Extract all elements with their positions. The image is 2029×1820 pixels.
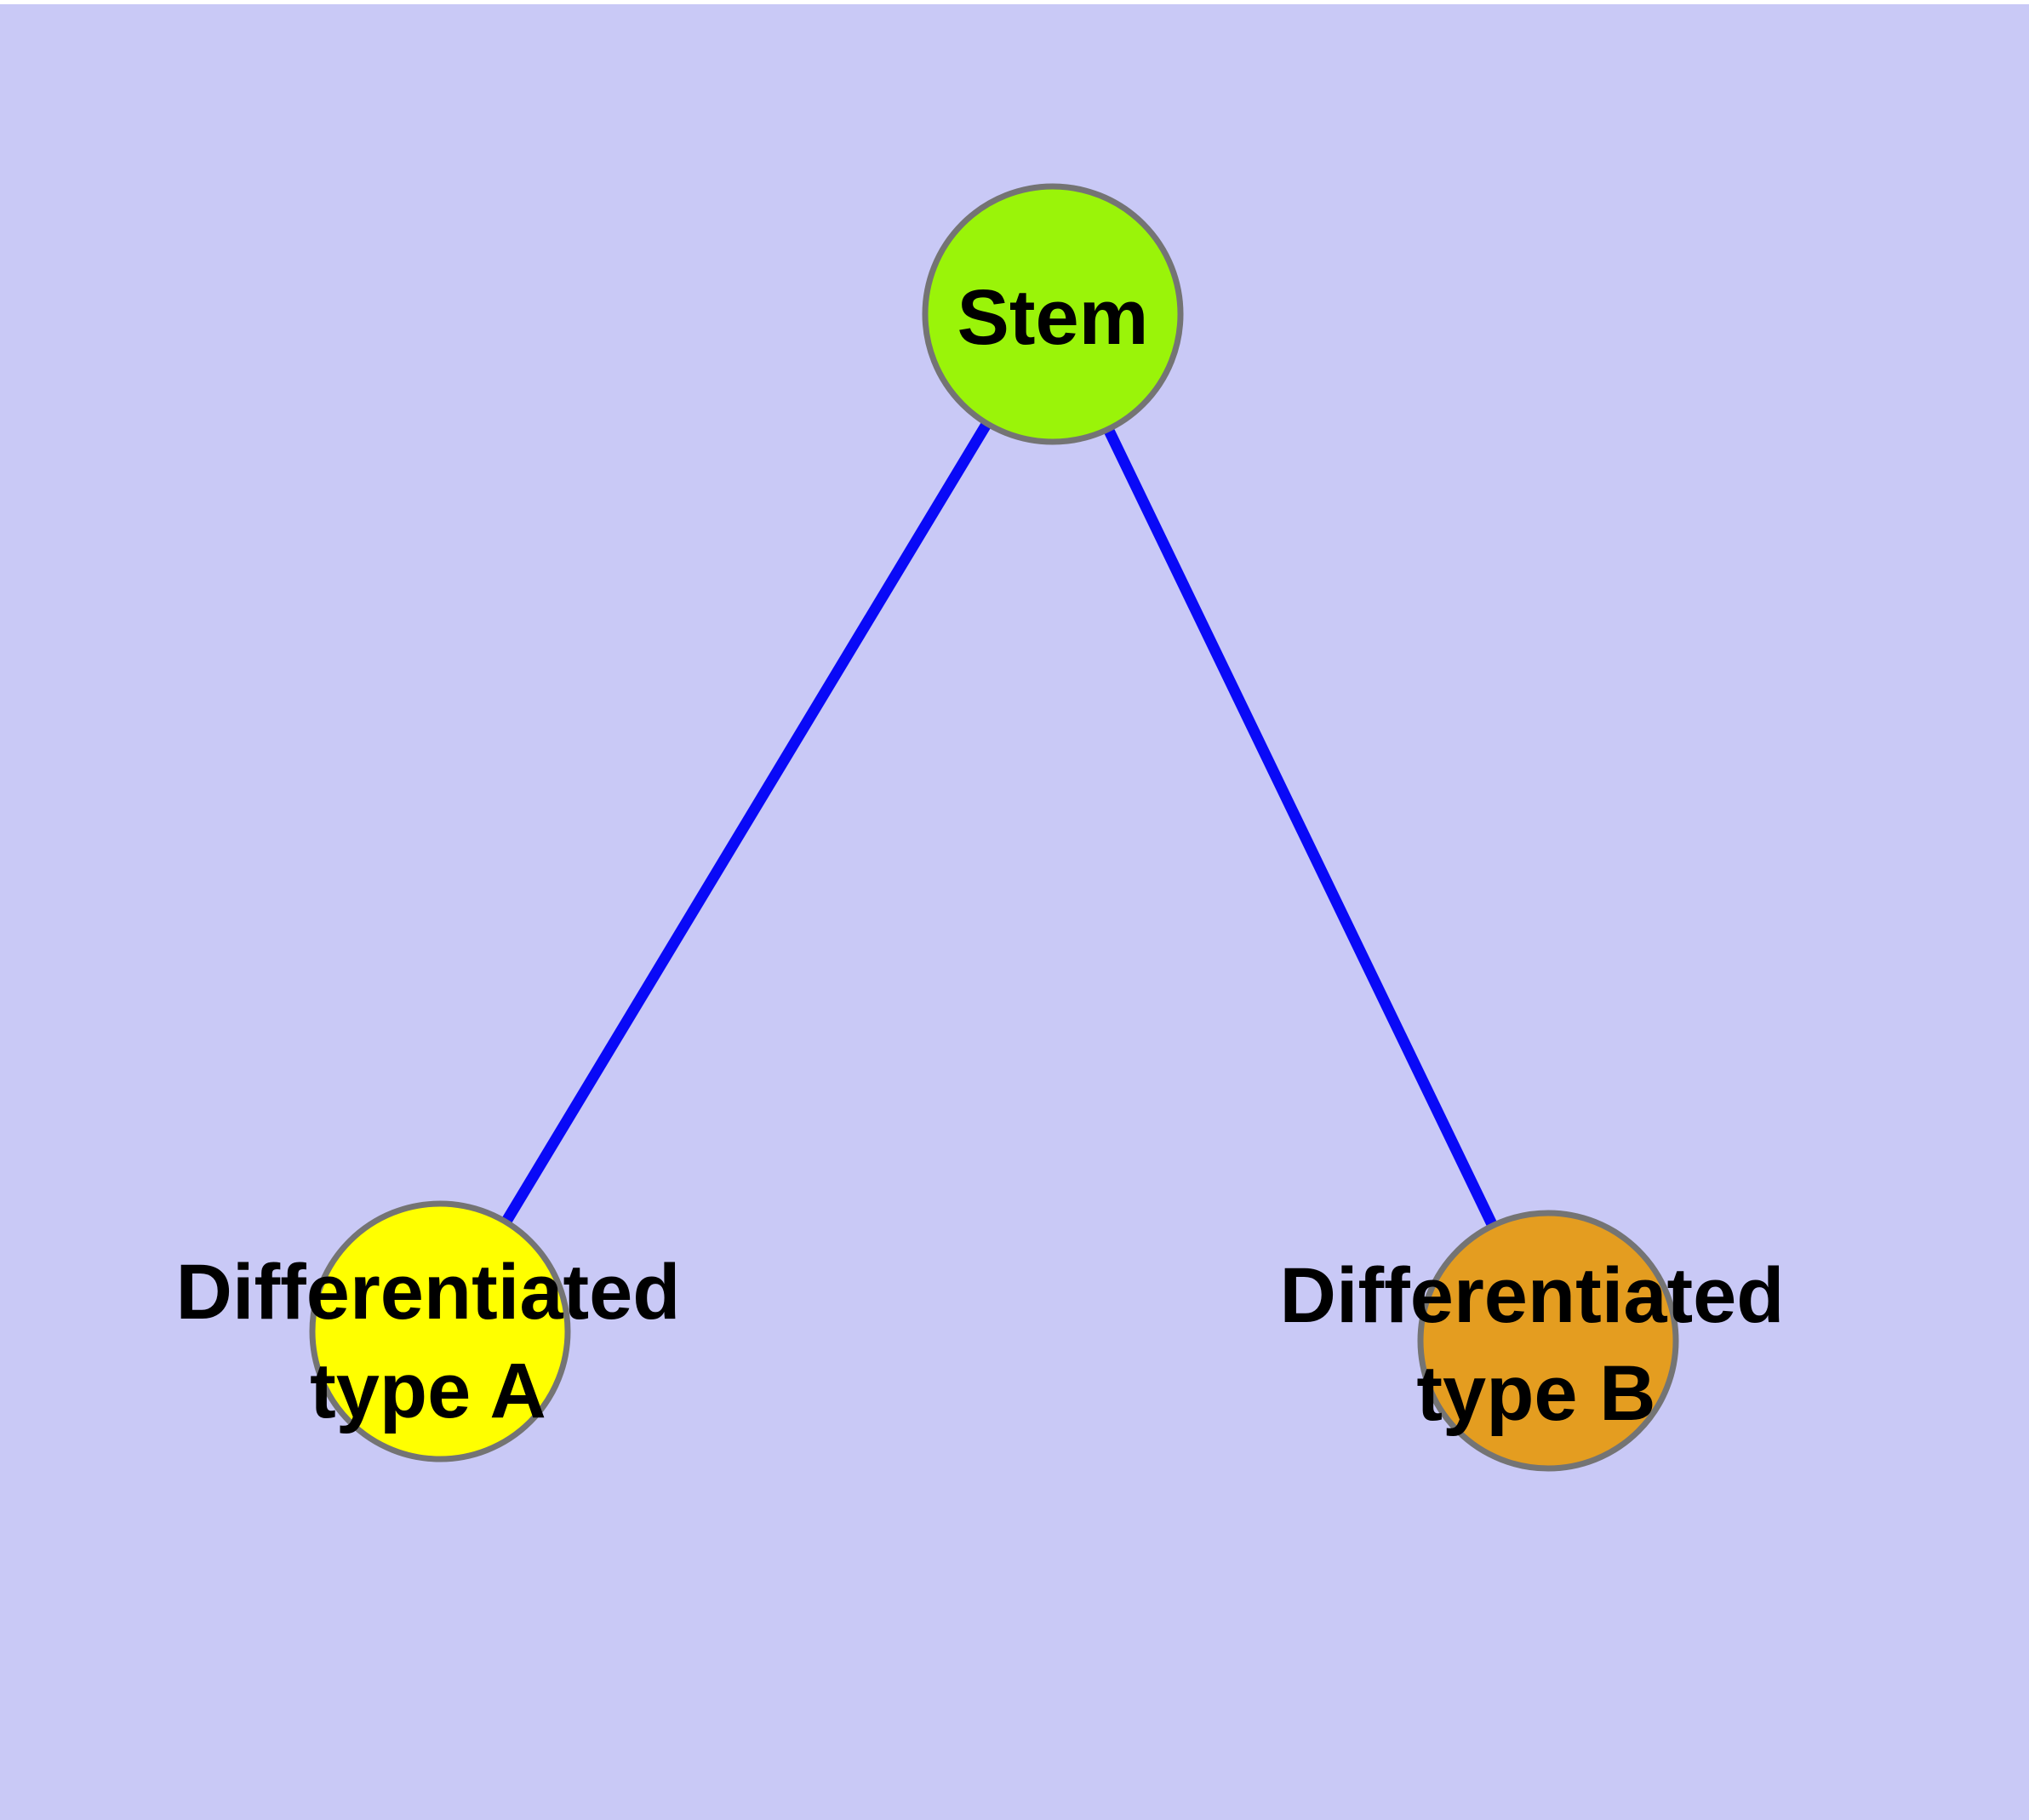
node-differentiated-type-a-label-line-1: Differentiated bbox=[176, 1249, 681, 1336]
node-stem: Stem bbox=[922, 183, 1184, 445]
node-stem-circle bbox=[922, 183, 1184, 445]
node-differentiated-type-b: Differentiated type B bbox=[1280, 1210, 1785, 1472]
node-differentiated-type-a-label-line-2: type A bbox=[310, 1348, 546, 1434]
node-differentiated-type-a: Differentiated type A bbox=[176, 1200, 681, 1462]
node-stem-label: Stem bbox=[957, 274, 1149, 361]
edge-stem-to-type-a bbox=[435, 311, 1058, 1335]
edge-stem-to-type-b bbox=[1048, 312, 1553, 1343]
node-differentiated-type-b-label-line-1: Differentiated bbox=[1280, 1252, 1785, 1339]
node-differentiated-type-b-circle bbox=[1417, 1210, 1679, 1472]
node-differentiated-type-b-label-line-2: type B bbox=[1416, 1350, 1655, 1437]
top-edge-strip bbox=[0, 0, 2029, 4]
node-differentiated-type-a-circle bbox=[309, 1200, 571, 1462]
